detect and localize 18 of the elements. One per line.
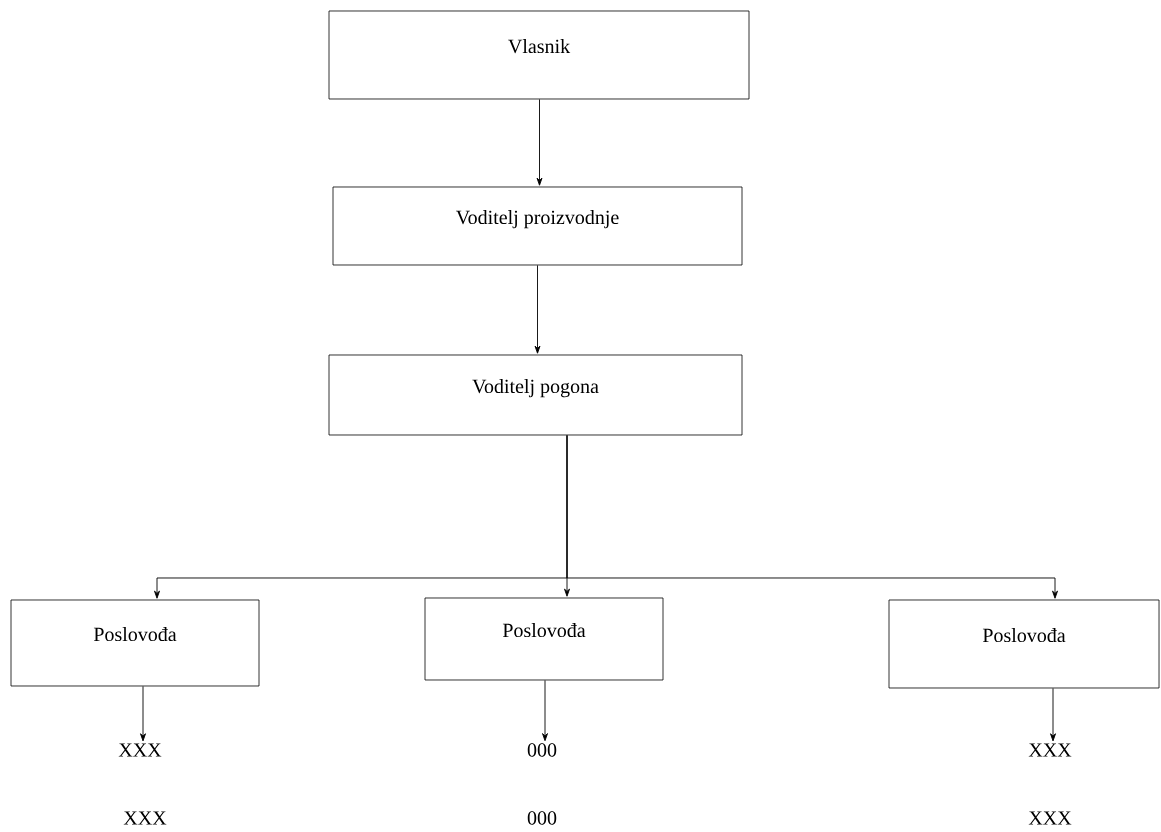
arrow — [566, 434, 1058, 599]
arrow — [1050, 687, 1056, 742]
role-text: XXX — [1028, 743, 1072, 757]
org-box: Voditelj pogona — [328, 354, 743, 436]
arrow — [140, 685, 146, 742]
org-box: Vlasnik — [328, 10, 750, 100]
arrow — [534, 264, 541, 354]
arrow — [536, 98, 543, 186]
org-box: Poslovođa — [888, 599, 1160, 689]
label-text: XXX — [123, 811, 167, 825]
label-text: XXX — [1028, 811, 1072, 825]
org-box: Voditelj proizvodnje — [332, 186, 743, 266]
label-text: 000 — [527, 811, 557, 825]
arrow — [542, 679, 548, 742]
org-box: Poslovođa — [424, 597, 664, 681]
role-text: 000 — [527, 743, 557, 757]
role-text: XXX — [118, 743, 162, 757]
org-box: Poslovođa — [10, 599, 260, 687]
